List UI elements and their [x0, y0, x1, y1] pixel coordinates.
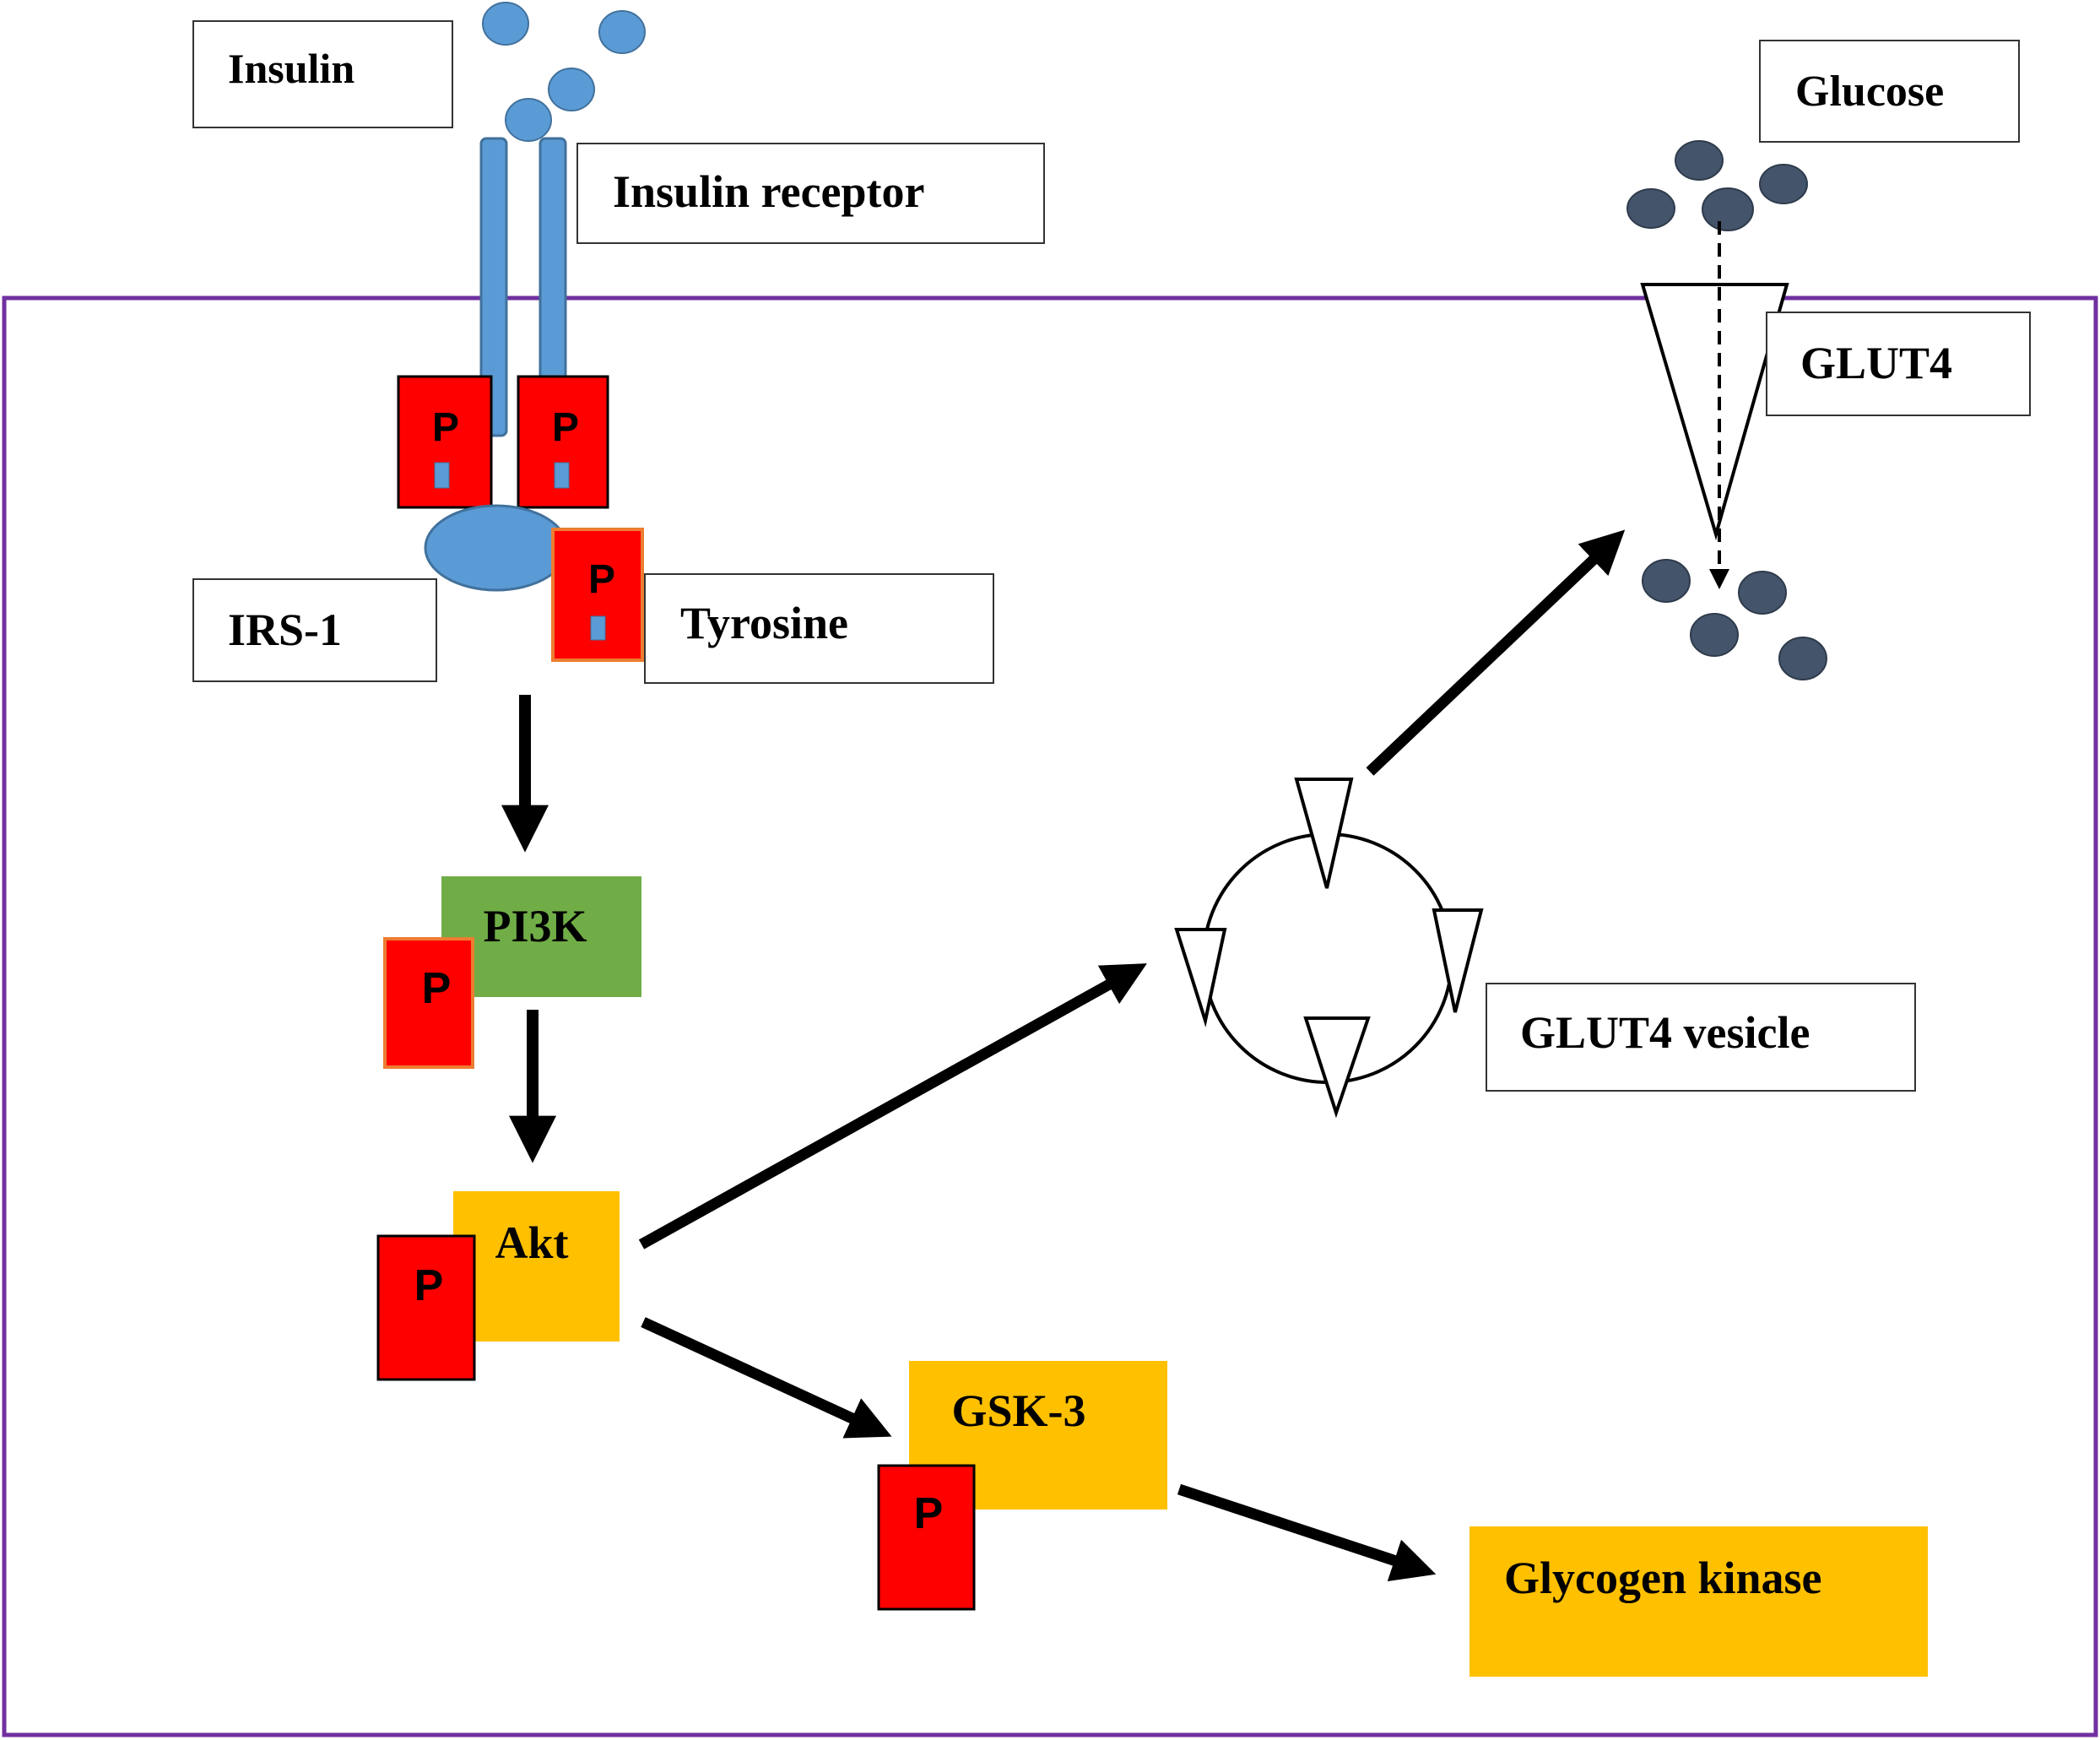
insulin-label: Insulin: [228, 45, 355, 92]
irs1-protein: [424, 504, 569, 592]
akt-phosphate: P: [376, 1234, 476, 1381]
gsk3-phosphate: P: [877, 1464, 976, 1611]
insulin-receptor-label-box: Insulin receptor: [576, 143, 1045, 244]
arrow-gsk3-to-glycogen-kinase: [1177, 1483, 1437, 1582]
tyrosine-label-box: Tyrosine: [644, 573, 994, 684]
glycogen-kinase-label: Glycogen kinase: [1504, 1553, 1822, 1603]
glycogen-kinase-node: Glycogen kinase: [1469, 1526, 1928, 1677]
vesicle-glut4: [1303, 1016, 1371, 1119]
glucose-label-box: Glucose: [1759, 40, 2020, 143]
glucose-label: Glucose: [1795, 68, 1944, 116]
insulin-molecule: [482, 2, 529, 46]
glut4-vesicle-label: GLUT4 vesicle: [1520, 1007, 1810, 1058]
svg-text:P: P: [914, 1489, 944, 1538]
arrow-akt-to-vesicle: [638, 963, 1147, 1249]
irs1-label: IRS-1: [228, 604, 342, 655]
tyrosine-residue: [554, 462, 570, 489]
svg-text:P: P: [588, 557, 615, 602]
glucose-molecule: [1759, 164, 1808, 204]
glut4-vesicle: [1174, 778, 1484, 1119]
glut4-vesicle-label-box: GLUT4 vesicle: [1486, 983, 1916, 1092]
svg-text:P: P: [432, 405, 459, 450]
insulin-receptor: [479, 137, 567, 437]
receptor-chain-left: [479, 137, 508, 437]
glucose-molecule: [1778, 637, 1827, 680]
pi3k-label: PI3K: [483, 901, 587, 951]
arrow-akt-to-gsk3: [641, 1317, 892, 1439]
akt-node: Akt: [453, 1191, 620, 1342]
irs1-label-box: IRS-1: [192, 578, 437, 682]
arrow-vesicle-to-membrane: [1366, 529, 1626, 776]
receptor-phosphate-right: P: [517, 375, 609, 509]
svg-text:P: P: [414, 1261, 444, 1310]
svg-text:P: P: [552, 405, 579, 450]
glucose-molecule: [1738, 571, 1787, 615]
insulin-molecules: [482, 2, 646, 142]
glucose-molecule: [1702, 187, 1754, 231]
cell-membrane: [2, 295, 2098, 1737]
glut4-label: GLUT4: [1800, 338, 1952, 388]
gsk3-label: GSK-3: [951, 1385, 1085, 1436]
glucose-molecule: [1690, 613, 1739, 657]
glucose-molecule: [1626, 188, 1675, 229]
insulin-molecule: [505, 98, 552, 142]
receptor-phosphate-left: P: [397, 375, 493, 509]
akt-label: Akt: [495, 1217, 568, 1268]
glucose-molecule: [1642, 559, 1691, 603]
insulin-label-box: Insulin: [192, 20, 453, 128]
glucose-molecule: [1675, 140, 1724, 181]
pi3k-node: PI3K: [441, 876, 641, 997]
glut4-transporter: [1640, 283, 1789, 541]
glucose-molecules-outside: [1626, 140, 1808, 231]
insulin-molecule: [548, 68, 595, 111]
vesicle-glut4: [1174, 928, 1227, 1027]
glut4-label-box: GLUT4: [1766, 312, 2031, 416]
vesicle-glut4: [1432, 908, 1484, 1013]
svg-text:P: P: [422, 964, 452, 1013]
irs1-phosphate: P: [551, 528, 644, 662]
vesicle-glut4: [1294, 778, 1354, 889]
pi3k-phosphate: P: [383, 937, 474, 1069]
tyrosine-label: Tyrosine: [680, 598, 848, 648]
tyrosine-residue: [590, 615, 606, 641]
insulin-receptor-label: Insulin receptor: [613, 166, 925, 217]
glucose-molecules-inside: [1642, 559, 1827, 680]
insulin-molecule: [598, 10, 646, 54]
tyrosine-residue: [434, 462, 450, 489]
